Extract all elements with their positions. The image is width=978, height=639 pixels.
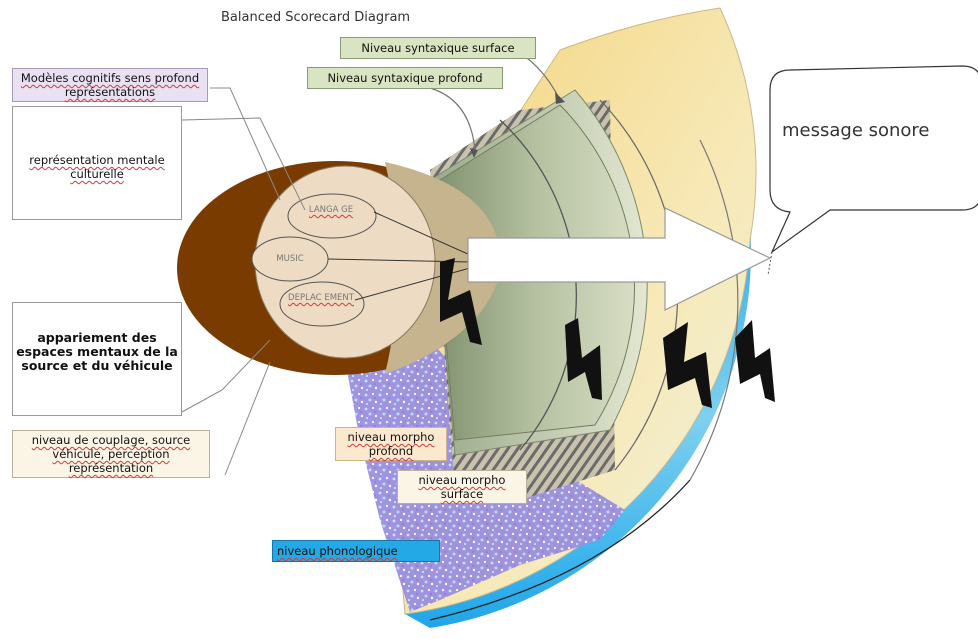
leader-arrowhead: [470, 148, 478, 158]
connector-line: [373, 211, 471, 256]
label-text: représentation mentale culturelle: [29, 153, 165, 181]
oval-langage-label: LANGA GE: [303, 205, 359, 215]
label-morpho-profond: niveau morpho profond: [335, 427, 447, 461]
label-morpho-surface: niveau morpho surface: [397, 470, 527, 504]
label-syntaxique-surface: Niveau syntaxique surface: [340, 37, 536, 59]
lightning-bolt-icon: [440, 258, 482, 345]
oval-text: DEPLAC EMENT: [288, 293, 354, 303]
label-text: niveau phonologique: [277, 544, 398, 558]
leader-line: [181, 117, 306, 211]
oval-deplacement-label: DEPLAC EMENT: [286, 293, 356, 303]
label-text: niveau de couplage, source véhicule, per…: [31, 433, 191, 475]
callout-label: message sonore: [782, 120, 930, 141]
oval-music-label: MUSIC: [258, 254, 322, 264]
label-syntaxique-profond: Niveau syntaxique profond: [307, 67, 503, 89]
oval-text: LANGA GE: [308, 205, 354, 215]
label-modeles-cognitifs: Modèles cognitifs sens profond représent…: [12, 68, 208, 102]
callout-pointer: [767, 251, 773, 276]
label-text: Modèles cognitifs sens profond représent…: [20, 71, 200, 99]
label-text: niveau morpho surface: [418, 473, 506, 501]
main-arrow: [467, 207, 772, 311]
arc-line: [689, 139, 739, 481]
label-text: appariement des espaces mentaux de la so…: [16, 330, 178, 373]
label-text: Niveau syntaxique profond: [327, 71, 483, 85]
arc-line: [429, 479, 691, 621]
label-appariement: appariement des espaces mentaux de la so…: [12, 302, 182, 416]
lightning-bolt-icon: [663, 322, 712, 408]
leader-line: [181, 339, 271, 413]
lightning-bolt-icon: [735, 320, 775, 402]
lightning-bolt-icon: [565, 318, 602, 400]
label-phonologique: niveau phonologique: [272, 540, 440, 562]
leader-line: [224, 361, 271, 476]
message-callout: [769, 65, 978, 254]
oval-langage: [287, 193, 377, 239]
label-representation-mentale: représentation mentale culturelle: [12, 106, 182, 220]
oval-text: MUSIC: [276, 254, 304, 264]
label-text: niveau morpho profond: [347, 430, 435, 458]
leader-line: [429, 87, 476, 151]
diagram-title: Balanced Scorecard Diagram: [221, 10, 411, 25]
label-text: Niveau syntaxique surface: [361, 41, 515, 55]
leader-line: [210, 87, 281, 201]
oval-deplacement: [279, 281, 365, 327]
message-sonore-text: message sonore: [782, 120, 978, 141]
leader-arrowhead: [555, 92, 565, 104]
label-couplage: niveau de couplage, source véhicule, per…: [12, 430, 210, 478]
